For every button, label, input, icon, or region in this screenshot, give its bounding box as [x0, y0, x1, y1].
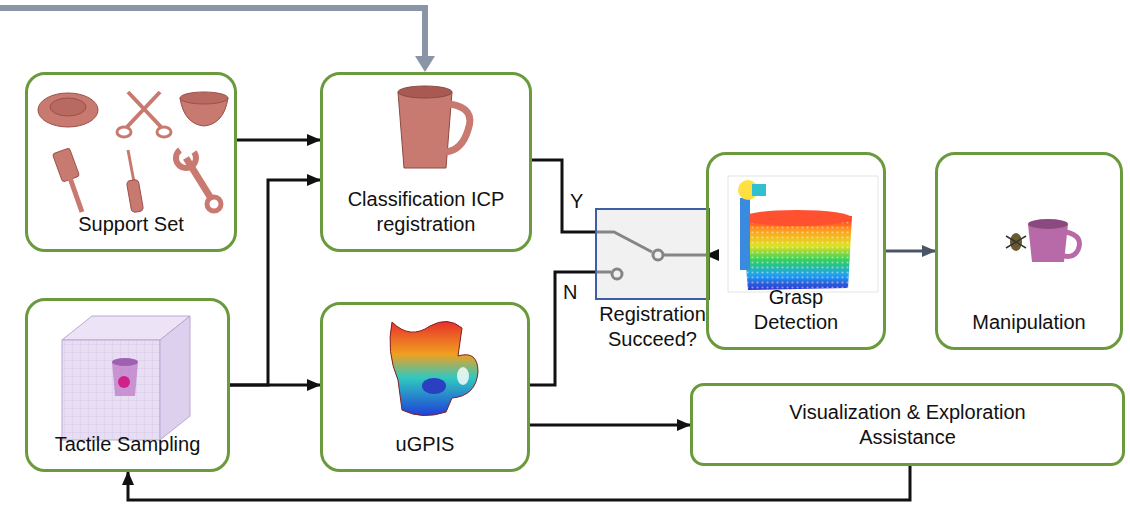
manipulation-box: Manipulation [935, 152, 1123, 350]
implicit-surface [390, 321, 478, 415]
node-label: Registration Succeed? [578, 302, 728, 352]
connector [237, 139, 320, 142]
sampling-cube [62, 316, 190, 440]
tool-icons [38, 92, 228, 213]
edge-label: N [561, 281, 579, 303]
point-cloud [728, 176, 878, 292]
tactile-box: Tactile Sampling [25, 298, 230, 472]
connector [886, 250, 935, 253]
node-label: Manipulation [972, 310, 1085, 335]
cup-render [1006, 219, 1080, 262]
node-label: Classification ICP registration [331, 187, 521, 237]
node-label: Support Set [78, 212, 184, 237]
connector [530, 424, 690, 427]
node-label: Tactile Sampling [55, 432, 201, 457]
connector [128, 466, 910, 500]
classification-box: Classification ICP registration [320, 72, 532, 252]
connector [532, 160, 595, 232]
grasp-box: Grasp Detection [706, 152, 886, 350]
node-label: uGPIS [396, 432, 455, 457]
support-set-box: Support Set [25, 72, 237, 252]
cup-model [398, 86, 470, 168]
feedback-arrow [0, 8, 435, 72]
connector [230, 180, 320, 385]
switch-box: Registration Succeed? [595, 208, 710, 300]
ugpis-box: uGPIS [320, 302, 530, 472]
node-label: Grasp Detection [741, 285, 851, 335]
connector [530, 272, 595, 385]
assistance-box: Visualization & Exploration Assistance [690, 383, 1125, 466]
node-label: Visualization & Exploration Assistance [788, 400, 1028, 450]
connector [230, 384, 320, 387]
edge-label: Y [568, 190, 585, 212]
